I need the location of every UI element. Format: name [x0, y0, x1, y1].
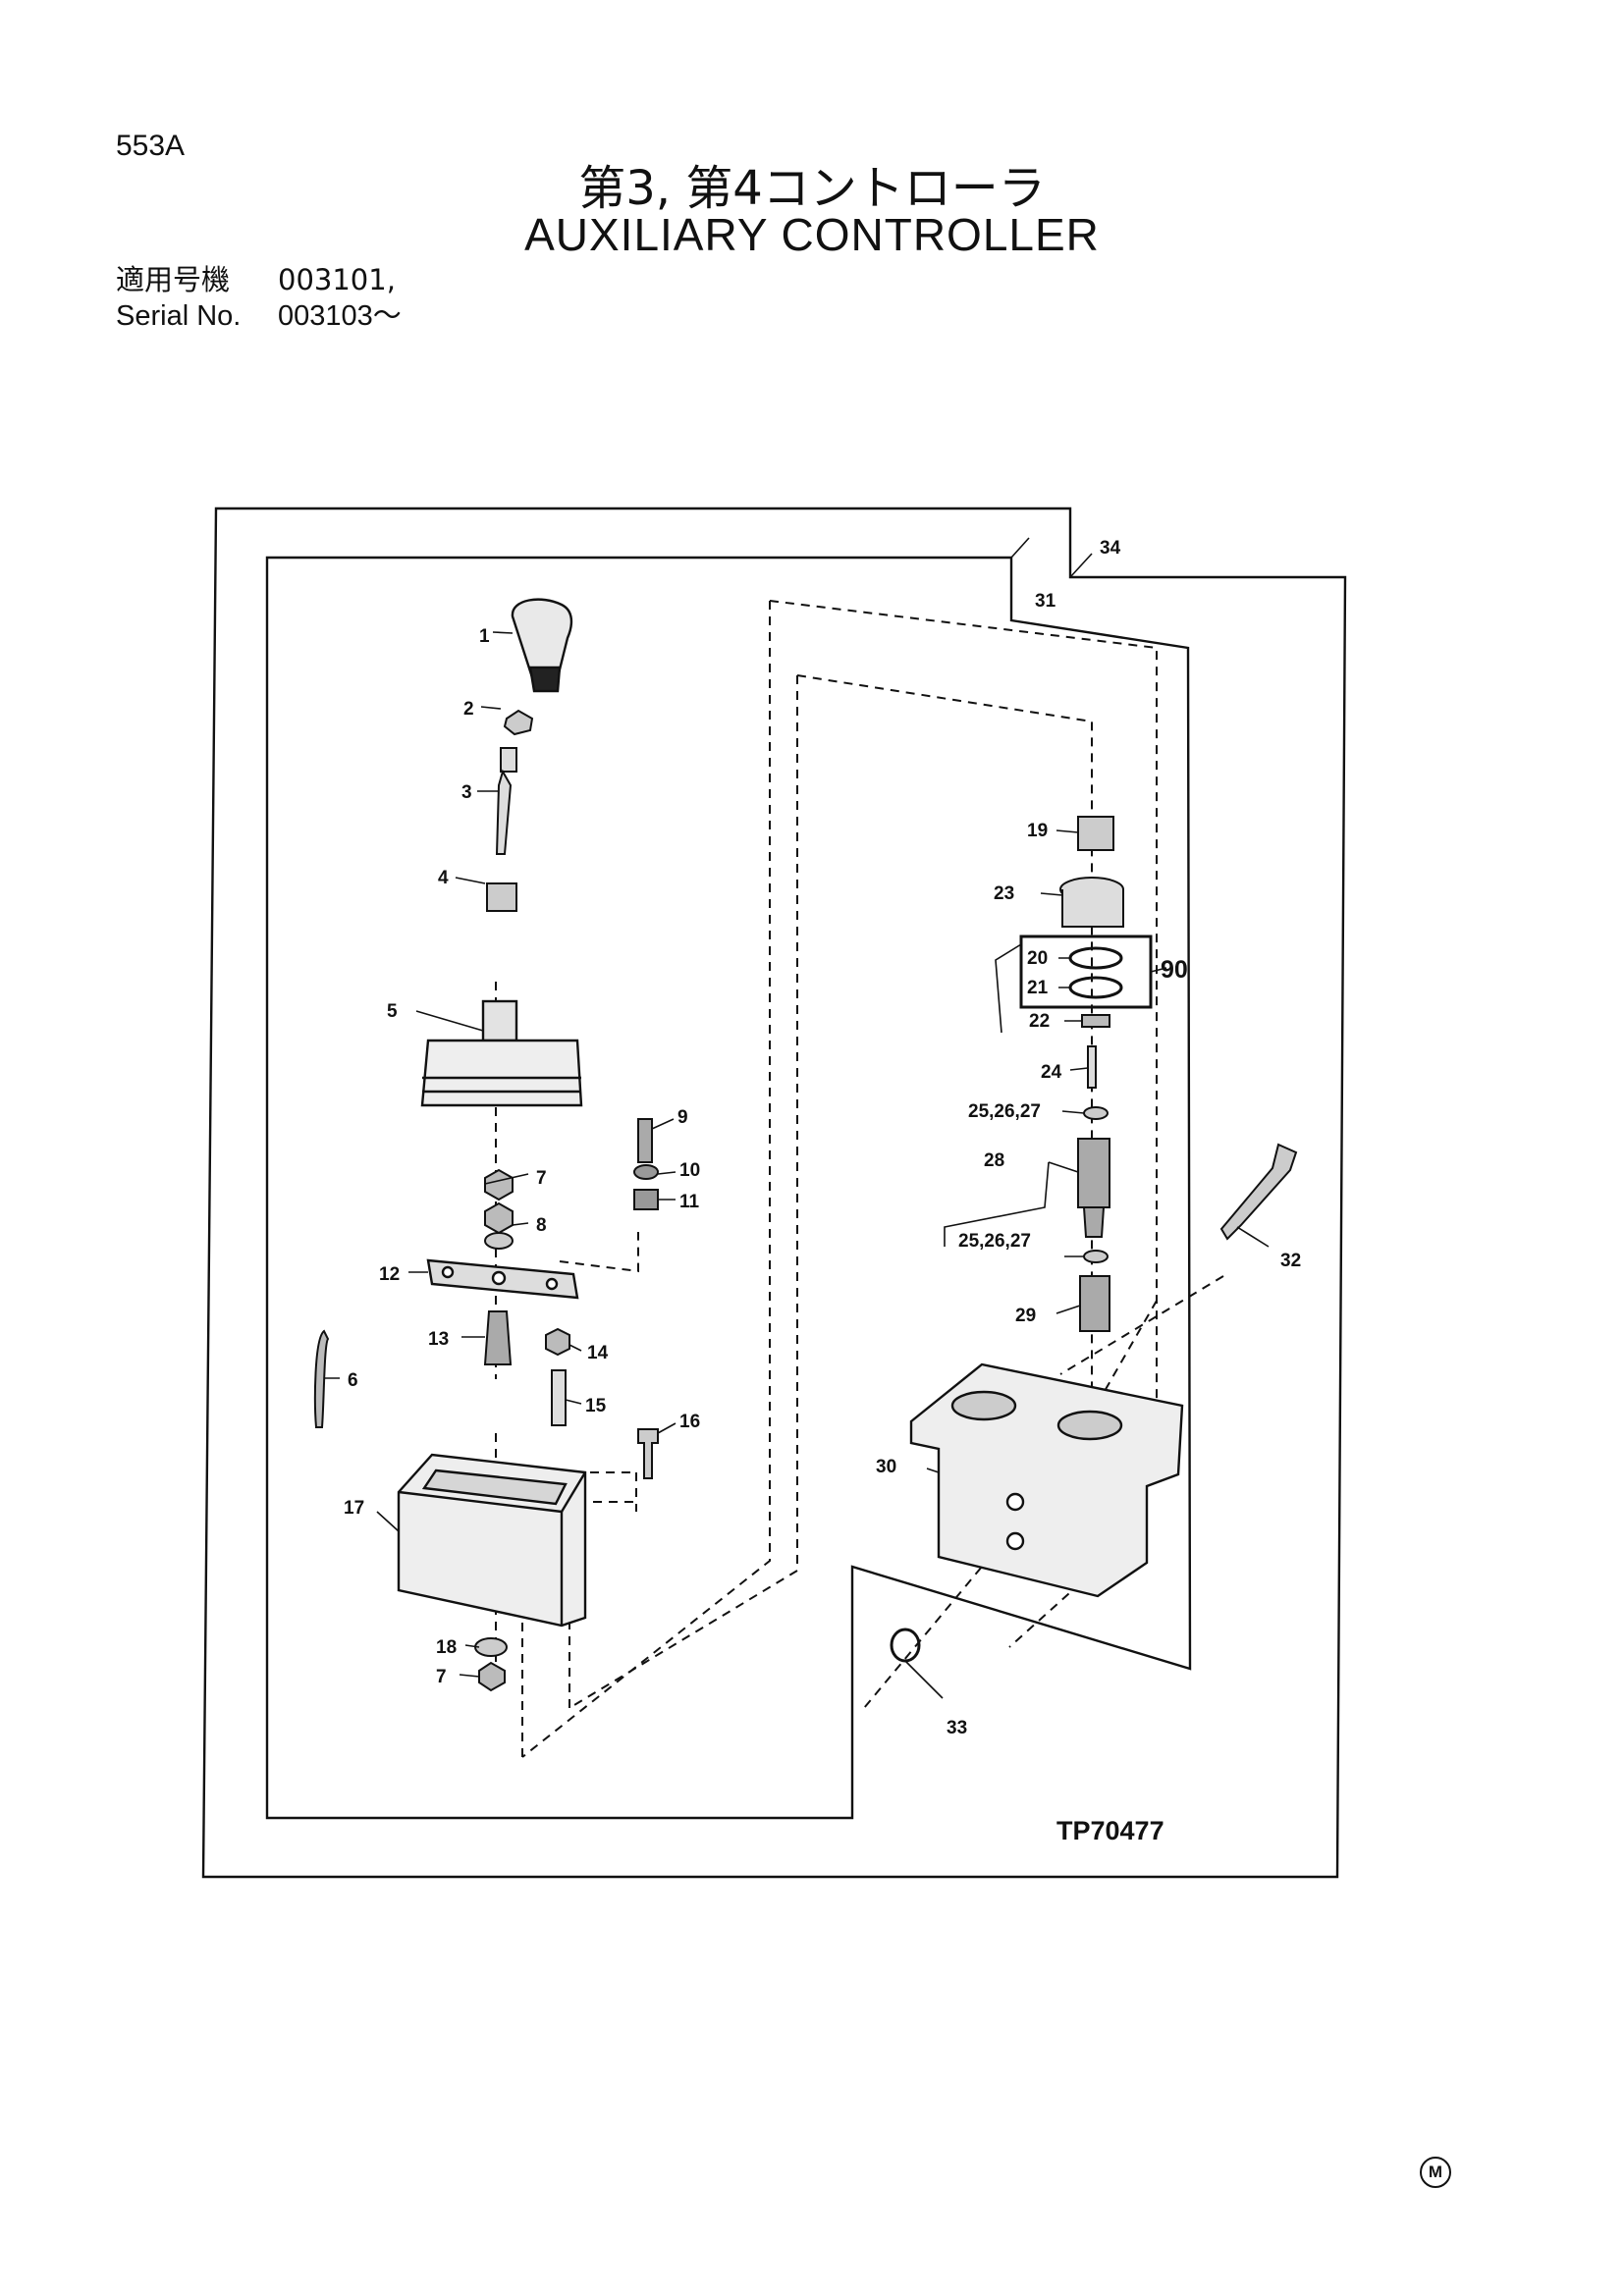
callout-15: 15: [585, 1396, 607, 1416]
callout-16: 16: [679, 1412, 700, 1432]
callout-20: 20: [1027, 948, 1048, 969]
part-9-spring: [637, 1118, 653, 1163]
part-8-washer: [484, 1232, 514, 1250]
serial-label-jp: 適用号機: [116, 263, 231, 296]
part-1-knob: [511, 598, 573, 693]
callout-7-lower: 7: [436, 1667, 447, 1687]
title-english: AUXILIARY CONTROLLER: [524, 209, 1100, 260]
part-5-boot: [420, 999, 583, 1107]
title-japanese: 第3, 第4コントローラ: [578, 161, 1046, 216]
callout-28: 28: [984, 1150, 1004, 1171]
callout-30: 30: [876, 1457, 896, 1477]
part-15-pin: [551, 1369, 567, 1426]
callout-24: 24: [1041, 1062, 1062, 1083]
serial-value-en: 003103～: [278, 300, 402, 332]
callout-2: 2: [463, 699, 474, 720]
part-14-nut: [545, 1327, 570, 1357]
callout-34: 34: [1100, 538, 1121, 559]
callout-14: 14: [587, 1343, 609, 1363]
callout-5: 5: [387, 1001, 398, 1022]
part-13-pivot: [483, 1310, 513, 1365]
part-21-oring: [1068, 976, 1123, 999]
figure-code: TP70477: [1056, 1816, 1164, 1845]
part-4-bushing: [486, 882, 517, 912]
part-32-bolt: [1219, 1143, 1298, 1241]
callout-12: 12: [379, 1264, 400, 1285]
part-11-plug: [633, 1189, 659, 1210]
part-10-seal: [633, 1164, 659, 1180]
callout-22: 22: [1029, 1011, 1050, 1032]
callout-31: 31: [1035, 591, 1056, 612]
m-mark: M: [1420, 2157, 1451, 2188]
callout-90: 90: [1161, 956, 1188, 984]
callout-10: 10: [679, 1160, 700, 1181]
part-19-cap: [1077, 816, 1114, 851]
callout-25-26-27-upper: 25,26,27: [968, 1101, 1041, 1122]
part-23-plug: [1059, 877, 1124, 928]
part-17-housing: [397, 1453, 587, 1628]
serial-label-en: Serial No.: [116, 300, 242, 332]
part-20-oring: [1068, 946, 1123, 970]
callout-29: 29: [1015, 1306, 1036, 1326]
callout-11: 11: [679, 1192, 700, 1212]
part-18-washer: [474, 1637, 508, 1657]
callout-32: 32: [1280, 1251, 1301, 1271]
part-25-shim-a: [1083, 1106, 1109, 1120]
callout-23: 23: [994, 883, 1014, 904]
part-33-oring: [890, 1628, 921, 1663]
part-25-shim-b: [1083, 1250, 1109, 1263]
part-2-nut: [503, 709, 534, 736]
part-3-rod: [495, 747, 517, 855]
callout-33: 33: [947, 1718, 967, 1738]
serial-line-en: Serial No. 003103～: [116, 293, 402, 334]
part-16-bolt: [637, 1428, 659, 1479]
part-22-washer: [1081, 1014, 1110, 1028]
callout-25-26-27-lower: 25,26,27: [958, 1231, 1031, 1252]
serial-value-jp: 003101,: [278, 263, 396, 296]
callout-7-upper: 7: [536, 1168, 547, 1189]
callout-1: 1: [479, 626, 490, 647]
part-7-nut: [484, 1168, 514, 1201]
frame-outer-34: [201, 507, 1347, 1879]
part-29-spring: [1079, 1275, 1110, 1332]
callout-9: 9: [677, 1107, 688, 1128]
callout-13: 13: [428, 1329, 449, 1350]
frame-inner-31: [265, 556, 1192, 1820]
callout-19: 19: [1027, 821, 1048, 841]
serial-line-jp: 適用号機 003101,: [116, 257, 396, 298]
callout-21: 21: [1027, 978, 1049, 998]
page-number: 553A: [116, 130, 186, 162]
callout-18: 18: [436, 1637, 457, 1658]
part-30-valve-body: [909, 1362, 1184, 1598]
part-24-pin: [1087, 1045, 1097, 1089]
callout-3: 3: [461, 782, 472, 803]
part-28-spring: [1077, 1138, 1110, 1238]
callout-6: 6: [348, 1370, 358, 1391]
part-6-clip: [313, 1329, 330, 1428]
callout-17: 17: [344, 1498, 364, 1519]
part-12-plate: [426, 1258, 579, 1300]
callout-4: 4: [438, 868, 449, 888]
callout-8: 8: [536, 1215, 547, 1236]
